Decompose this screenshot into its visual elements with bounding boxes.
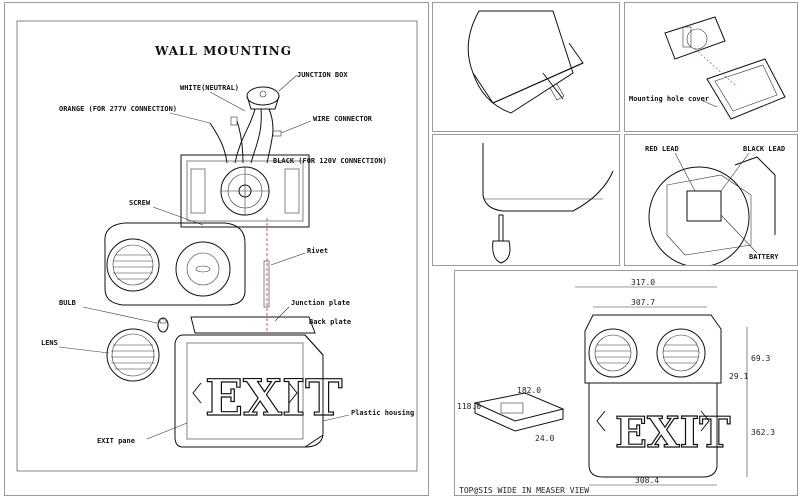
dim-head-unit bbox=[584, 314, 722, 384]
mounting-plate bbox=[180, 154, 310, 228]
dimension-drawing-panel: 317.0 307.7 EXIT 362.3 bbox=[454, 270, 798, 496]
dim-width-bottom: 308.4 bbox=[635, 476, 659, 485]
bulb-shape bbox=[157, 317, 169, 333]
hand-shape bbox=[492, 240, 511, 264]
wire-connector-label: WIRE CONNECTOR bbox=[313, 115, 373, 123]
detail-panel-mounting-hole: Mounting hole cover bbox=[624, 2, 798, 132]
lens-label: LENS bbox=[41, 339, 58, 347]
junction-box-label: JUNCTION BOX bbox=[297, 71, 348, 79]
mounting-hole-cover-label: Mounting hole cover bbox=[629, 95, 709, 103]
red-lead-label: RED LEAD bbox=[645, 145, 679, 153]
dim-exit-text: EXIT bbox=[615, 408, 731, 457]
plastic-housing-label: Plastic housing bbox=[351, 409, 414, 417]
dim-back-plate bbox=[473, 392, 565, 432]
exit-housing: EXIT bbox=[174, 334, 343, 448]
back-frame-iso bbox=[706, 58, 786, 120]
black-lead-label: BLACK LEAD bbox=[743, 145, 785, 153]
exit-pane-label: EXIT pane bbox=[97, 437, 135, 445]
lens-shape bbox=[106, 328, 160, 382]
dim-plate-width: 182.0 bbox=[517, 386, 541, 395]
dim-exit-sign: EXIT bbox=[588, 382, 731, 478]
junction-plate-label: Junction plate bbox=[291, 299, 350, 307]
orange-wire-label: ORANGE (FOR 277V CONNECTION) bbox=[59, 105, 177, 113]
detail-panel-battery: RED LEAD BLACK LEAD BATTERY bbox=[624, 134, 798, 266]
white-neutral-label: WHITE(NEUTRAL) bbox=[180, 84, 239, 92]
rivet-shape bbox=[263, 260, 270, 308]
detail-panel-screwdriver bbox=[432, 134, 620, 266]
dim-plate-depth: 24.0 bbox=[535, 434, 554, 443]
page-title: WALL MOUNTING bbox=[154, 44, 292, 58]
dim-width-top: 317.0 bbox=[631, 278, 655, 287]
mounting-plate-iso bbox=[664, 16, 726, 60]
battery-shape bbox=[686, 190, 722, 222]
battery-label: BATTERY bbox=[749, 253, 779, 261]
wall-mounting-drawing: WALL MOUNTING JUNCTION BOX WHITE(NEUTRAL… bbox=[16, 20, 418, 472]
drawing-frame bbox=[16, 20, 418, 472]
dim-side-b: 69.3 bbox=[751, 354, 770, 363]
dim-width-inner: 307.7 bbox=[631, 298, 655, 307]
dim-plate-height: 118.0 bbox=[457, 402, 481, 411]
lamp-head-unit bbox=[104, 222, 246, 306]
left-lamp-grid bbox=[113, 254, 153, 280]
screw-label: SCREW bbox=[129, 199, 151, 207]
cover-curve bbox=[467, 10, 574, 114]
battery-housing bbox=[666, 174, 752, 256]
dim-height: 362.3 bbox=[751, 428, 775, 437]
back-plate-label: Back plate bbox=[309, 318, 351, 326]
wall-mounting-panel: WALL MOUNTING JUNCTION BOX WHITE(NEUTRAL… bbox=[4, 2, 429, 496]
junction-plate-shape bbox=[190, 316, 316, 334]
dim-footer-note: TOP@SIS WIDE IN MEASER VIEW bbox=[459, 486, 589, 495]
black-wire-label: BLACK (FOR 120V CONNECTION) bbox=[273, 157, 387, 165]
detail-panel-cover-edge bbox=[432, 2, 620, 132]
wires bbox=[209, 108, 282, 164]
bulb-label: BULB bbox=[59, 299, 76, 307]
screwdriver-shaft bbox=[498, 214, 504, 242]
housing-corner bbox=[482, 143, 614, 212]
junction-box-shape bbox=[246, 74, 298, 110]
magnify-circle bbox=[648, 166, 750, 265]
exit-sign-text: EXIT bbox=[205, 368, 343, 427]
rivet-label: Rivet bbox=[307, 247, 328, 255]
dim-side-a: 29.1 bbox=[729, 372, 748, 381]
